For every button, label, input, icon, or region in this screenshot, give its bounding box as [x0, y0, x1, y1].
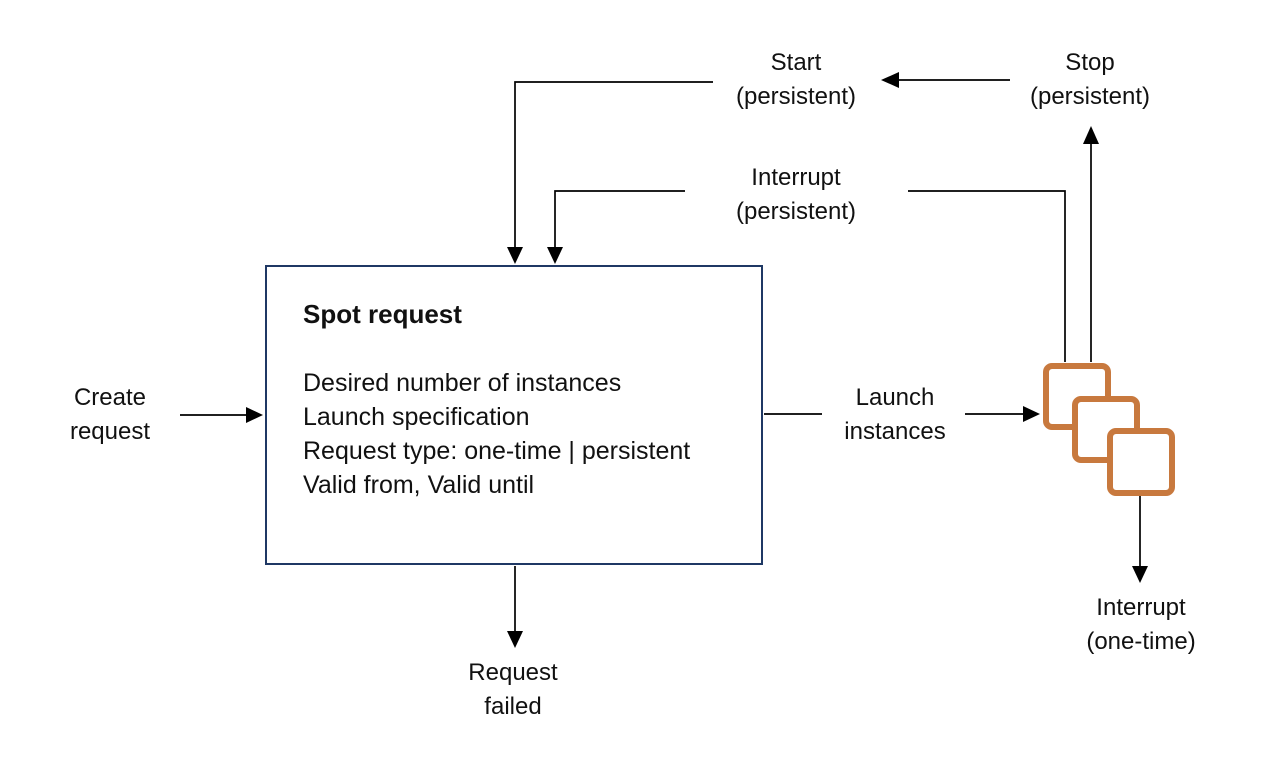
ec2-instances-stack-icon — [1043, 363, 1175, 496]
spot-request-box-title: Spot request — [303, 299, 462, 329]
arrow-launch-to-instances — [965, 406, 1040, 422]
label-start-persistent: Start (persistent) — [735, 49, 857, 110]
line-instances-to-interrupt-persistent — [908, 190, 1066, 362]
spot-request-detail-launch-specification: Launch specification — [303, 403, 530, 431]
spot-request-box: Spot request Desired number of instances… — [265, 265, 763, 565]
arrow-instances-to-stop — [1083, 126, 1099, 362]
arrow-stop-to-start — [881, 72, 1010, 88]
spot-request-detail-request-type: Request type: one-time | persistent — [303, 437, 691, 465]
instance-square-front — [1107, 428, 1175, 496]
arrow-interrupt-persistent-to-box — [547, 190, 685, 264]
label-interrupt-persistent: Interrupt (persistent) — [735, 164, 857, 225]
arrow-box-to-request-failed — [507, 566, 523, 648]
label-create-request: Create request — [69, 384, 151, 445]
spot-request-box-body: Desired number of instances Launch speci… — [303, 366, 747, 502]
spot-request-detail-desired-instances: Desired number of instances — [303, 369, 622, 397]
label-stop-persistent: Stop (persistent) — [1029, 49, 1151, 110]
label-request-failed: Request failed — [468, 659, 558, 720]
spot-request-detail-valid-range: Valid from, Valid until — [303, 471, 535, 499]
arrow-create-to-box — [180, 407, 263, 423]
arrow-instances-to-interrupt-onetime — [1132, 496, 1148, 583]
label-interrupt-one-time: Interrupt (one-time) — [1086, 594, 1196, 655]
label-launch-instances: Launch instances — [844, 384, 946, 445]
arrow-start-to-box — [507, 81, 713, 264]
